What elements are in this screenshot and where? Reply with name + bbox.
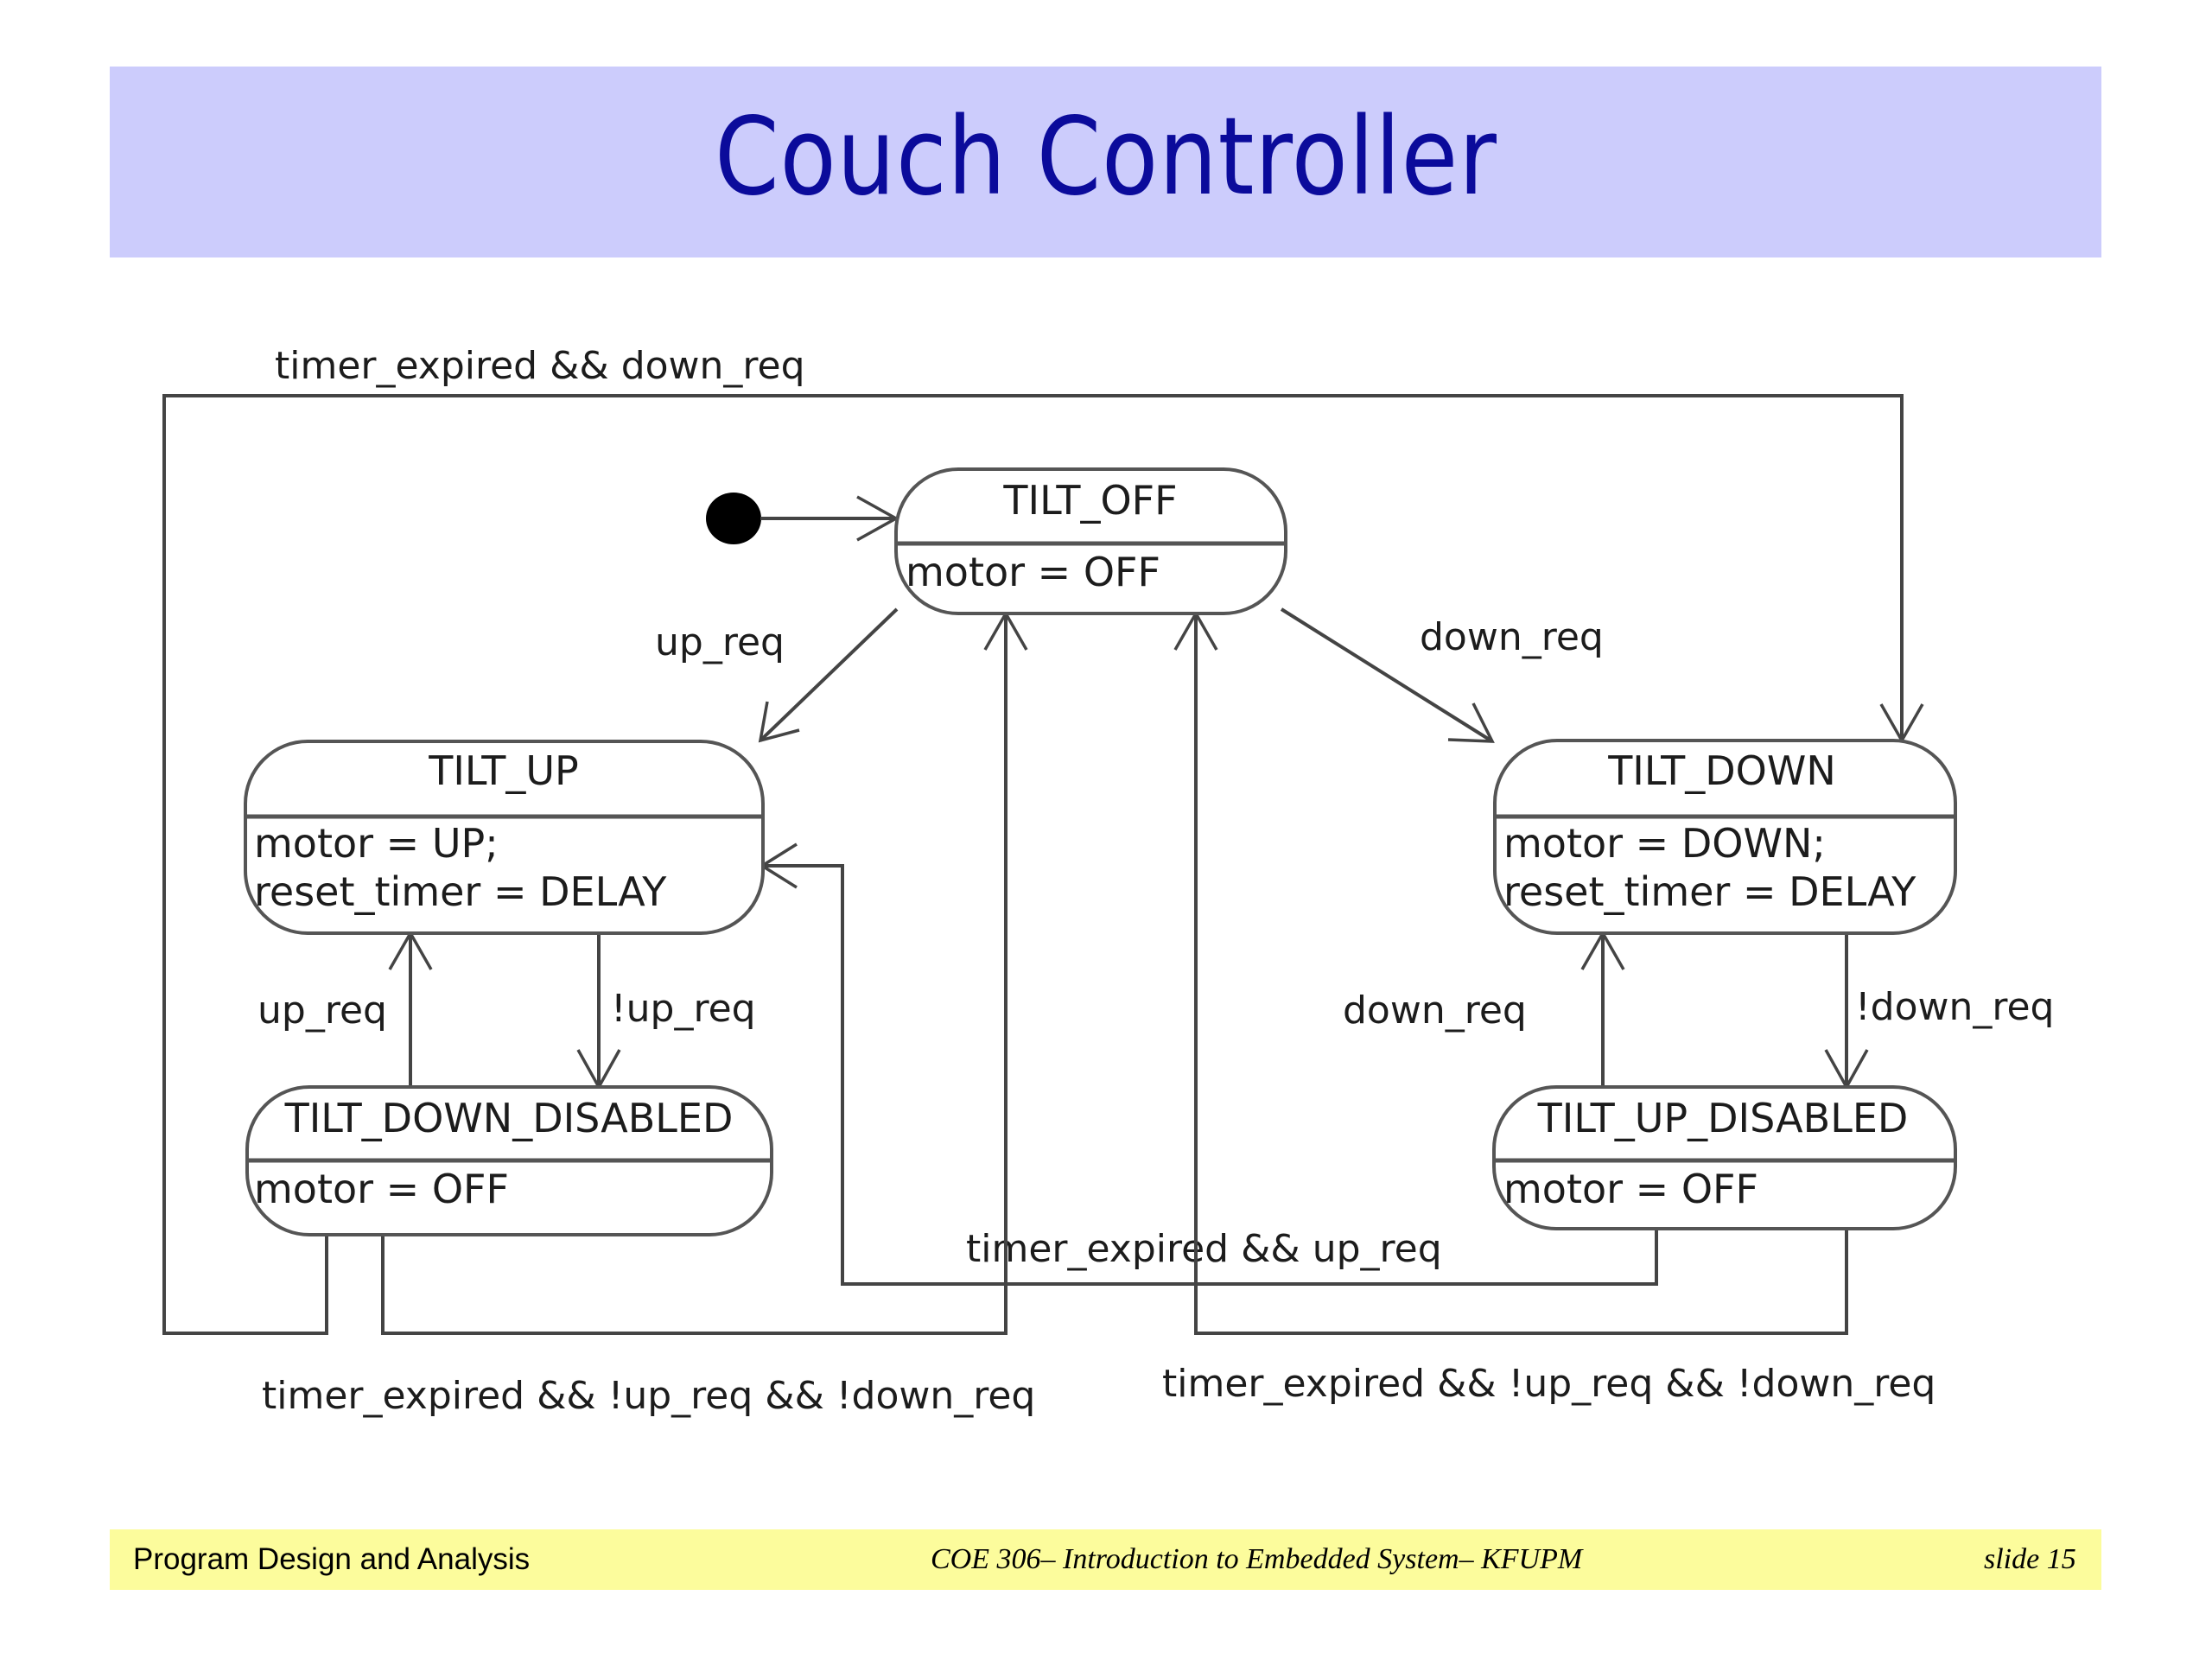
transition-tdd-to-up [388,930,433,1087]
label-timeout-right: timer_expired && !up_req && !down_req [1162,1362,1936,1406]
footer-course-name: COE 306– Introduction to Embedded System… [931,1543,1583,1575]
label-timer-expired-down-req: timer_expired && down_req [275,344,805,388]
slide-title: Couch Controller [715,95,1497,219]
label-timer-expired-up-req: timer_expired && up_req [966,1227,1442,1271]
state-action: motor = DOWN; [1503,820,1826,867]
transition-off-to-down [1280,607,1495,743]
transition-initial [760,495,899,542]
state-tilt-off: TILT_OFF motor = OFF [894,467,1287,615]
footer-band [110,1529,2101,1590]
state-name: TILT_UP [428,747,578,794]
state-tilt-up: TILT_UP motor = UP; reset_timer = DELAY [244,740,765,935]
state-action: reset_timer = DELAY [1503,868,1916,915]
label-up-req-off: up_req [655,620,785,664]
state-action: motor = UP; [254,820,499,867]
state-name: TILT_UP_DISABLED [1537,1095,1909,1141]
label-down-req-off: down_req [1420,615,1604,659]
state-action: reset_timer = DELAY [254,868,667,915]
label-not-down-req: !down_req [1855,985,2054,1029]
title-band [110,67,2101,257]
label-not-up-req: !up_req [611,987,756,1031]
initial-state-dot [706,493,761,544]
footer-slide-number: slide 15 [1984,1543,2076,1575]
state-name: TILT_DOWN [1607,747,1836,794]
state-name: TILT_OFF [1002,477,1177,524]
state-action: motor = OFF [1503,1166,1758,1212]
footer-course-topic: Program Design and Analysis [133,1542,531,1576]
transition-off-to-up [758,607,899,743]
label-down-req-tud: down_req [1343,988,1527,1033]
state-tilt-down: TILT_DOWN motor = DOWN; reset_timer = DE… [1493,739,1957,935]
label-timeout-left: timer_expired && !up_req && !down_req [262,1374,1035,1418]
label-up-req-tdd: up_req [257,988,387,1033]
state-action: motor = OFF [254,1166,509,1212]
state-action: motor = OFF [906,549,1160,595]
state-tilt-up-disabled: TILT_UP_DISABLED motor = OFF [1492,1085,1957,1230]
transition-tud-to-down [1580,930,1625,1087]
state-tilt-down-disabled: TILT_DOWN_DISABLED motor = OFF [245,1085,773,1236]
state-name: TILT_DOWN_DISABLED [284,1095,734,1141]
